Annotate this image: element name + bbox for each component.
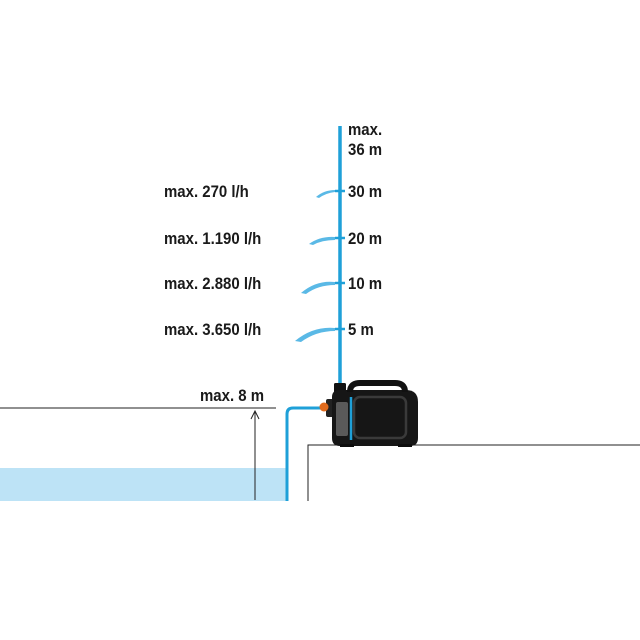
water-reservoir xyxy=(0,468,286,501)
water-jet-30 xyxy=(316,190,335,198)
suction-pipe xyxy=(285,406,332,501)
flow-rate-5: max. 3.650 l/h xyxy=(164,320,262,339)
flow-rate-20: max. 1.190 l/h xyxy=(164,229,262,248)
height-label-10: 10 m xyxy=(348,274,383,293)
water-jet-10 xyxy=(301,281,335,294)
water-jet-20 xyxy=(309,236,335,245)
height-label-20: 20 m xyxy=(348,229,383,248)
water-jet-5 xyxy=(295,327,335,342)
max-height-value: 36 m xyxy=(348,140,383,159)
height-label-30: 30 m xyxy=(348,182,383,201)
suction-height-arrow xyxy=(250,409,260,500)
suction-height-label: max. 8 m xyxy=(200,386,265,405)
flow-rate-10: max. 2.880 l/h xyxy=(164,274,262,293)
max-height-label: max. xyxy=(348,120,383,139)
ground-platform xyxy=(307,444,640,501)
flow-rate-30: max. 270 l/h xyxy=(164,182,249,201)
garden-pump xyxy=(319,380,418,447)
height-label-5: 5 m xyxy=(348,320,374,339)
